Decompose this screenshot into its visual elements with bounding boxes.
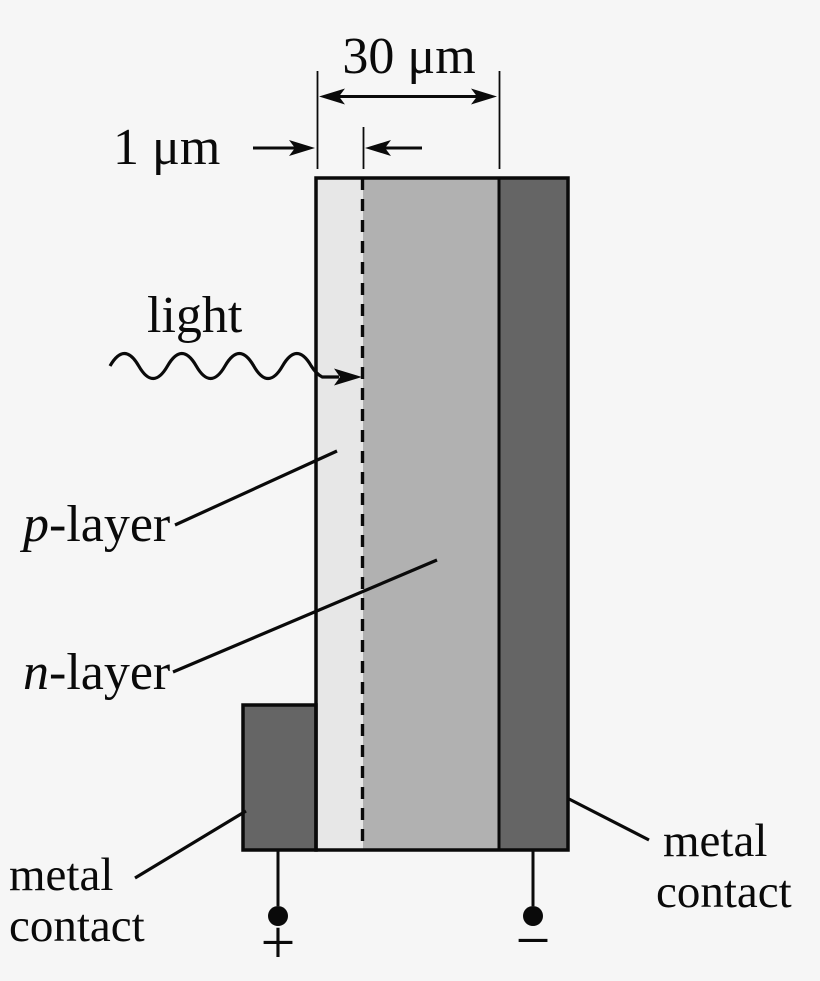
diagram-arrowheads	[268, 88, 543, 926]
diagram-labels: 30 μm 1 μm light p-layer n-layer metal c…	[9, 28, 792, 977]
metal-contact-label-left-line1: metal	[9, 849, 113, 901]
metal-contact-label-left-line2: contact	[9, 900, 145, 952]
light-arrowhead	[334, 368, 362, 386]
arrowhead-1um-right	[365, 140, 391, 156]
light-wave-path	[108, 351, 339, 381]
n-layer-callout-line	[172, 558, 438, 674]
n-layer-label-rest: -layer	[49, 644, 170, 701]
arrowhead-30um-right	[471, 88, 497, 105]
dim-30um-label: 30 μm	[342, 28, 475, 85]
p-layer-label-italic: p	[19, 496, 49, 553]
left-metal-contact-region	[241, 703, 318, 852]
n-layer-region	[363, 178, 499, 850]
positive-terminal-label: +	[261, 909, 296, 977]
metal-contact-label-right-line2: contact	[656, 866, 792, 918]
p-layer-label-rest: -layer	[49, 496, 170, 553]
left-metal-contact-callout-line	[134, 809, 247, 880]
positive-terminal-dot	[268, 906, 288, 926]
right-metal-contact-region	[499, 178, 568, 850]
arrowhead-30um-left	[319, 88, 345, 105]
negative-terminal-label: −	[516, 907, 551, 975]
right-metal-contact-callout-line	[568, 797, 650, 842]
p-layer-label: p-layer	[19, 496, 170, 553]
n-layer-label: n-layer	[23, 644, 170, 701]
metal-contact-label-right-line1: metal	[663, 815, 767, 867]
dim-1um-label: 1 μm	[113, 119, 220, 176]
negative-terminal-dot	[523, 906, 543, 926]
arrowhead-1um-left	[289, 140, 315, 156]
light-label: light	[147, 287, 243, 344]
p-layer-callout-line	[174, 449, 338, 527]
p-layer-region	[316, 178, 363, 850]
diagram-linework	[108, 71, 650, 906]
device-outline	[314, 176, 570, 852]
n-layer-label-italic: n	[23, 644, 49, 701]
